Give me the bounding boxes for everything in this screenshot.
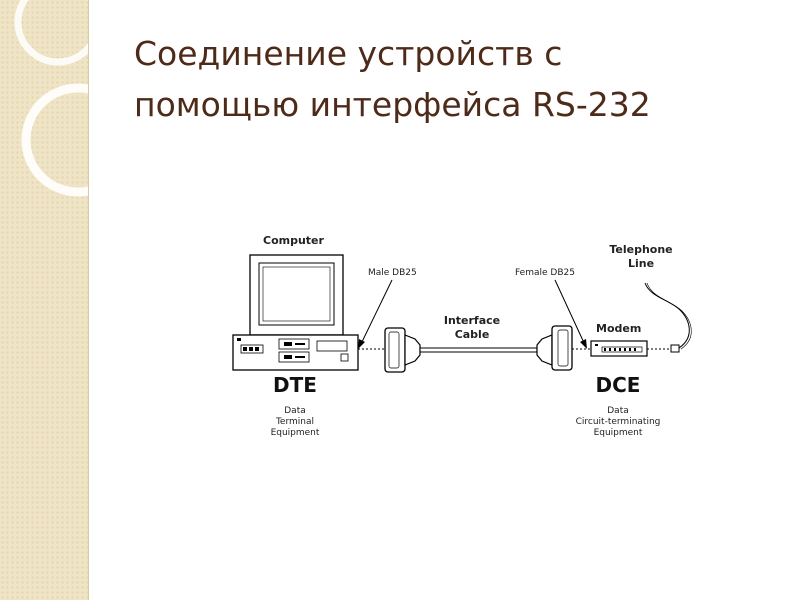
interface-cable-label-line1: Interface — [444, 314, 500, 327]
computer-monitor — [249, 254, 344, 344]
dte-desc-line1: Data — [284, 406, 306, 416]
female-db25-arrow — [554, 279, 586, 346]
male-db25-label: Male DB25 — [368, 268, 417, 278]
dte-title: DTE — [273, 373, 317, 397]
modem-label: Modem — [596, 322, 641, 335]
dte-desc-line2: Terminal — [275, 417, 314, 427]
telephone-line-label-line1: Telephone — [609, 243, 672, 256]
male-db25-connector — [384, 327, 421, 373]
dce-desc-line3: Equipment — [594, 428, 643, 438]
phone-jack — [670, 344, 680, 353]
title-line-1: Соединение устройств с — [134, 34, 563, 73]
male-db25-arrow — [359, 279, 393, 347]
decorative-sidebar — [0, 0, 89, 600]
interface-cable-label-line2: Cable — [455, 328, 490, 341]
computer-label: Computer — [263, 234, 325, 247]
modem — [590, 340, 648, 357]
female-db25-connector — [536, 325, 573, 371]
rs232-diagram: Computer Male DB25 — [232, 234, 692, 438]
telephone-line-label-line2: Line — [628, 257, 654, 270]
dce-desc-line1: Data — [607, 406, 629, 416]
interface-cable — [419, 347, 538, 353]
dte-desc-line3: Equipment — [271, 428, 320, 438]
female-db25-label: Female DB25 — [515, 268, 575, 278]
dce-title: DCE — [596, 373, 641, 397]
decorative-rings — [14, 0, 88, 197]
title-line-2: помощью интерфейса RS-232 — [134, 85, 651, 124]
dce-desc-line2: Circuit-terminating — [576, 417, 661, 427]
telephone-line-wire — [644, 282, 690, 349]
computer-case — [232, 334, 359, 371]
slide-title: Соединение устройств с помощью интерфейс… — [134, 28, 774, 130]
